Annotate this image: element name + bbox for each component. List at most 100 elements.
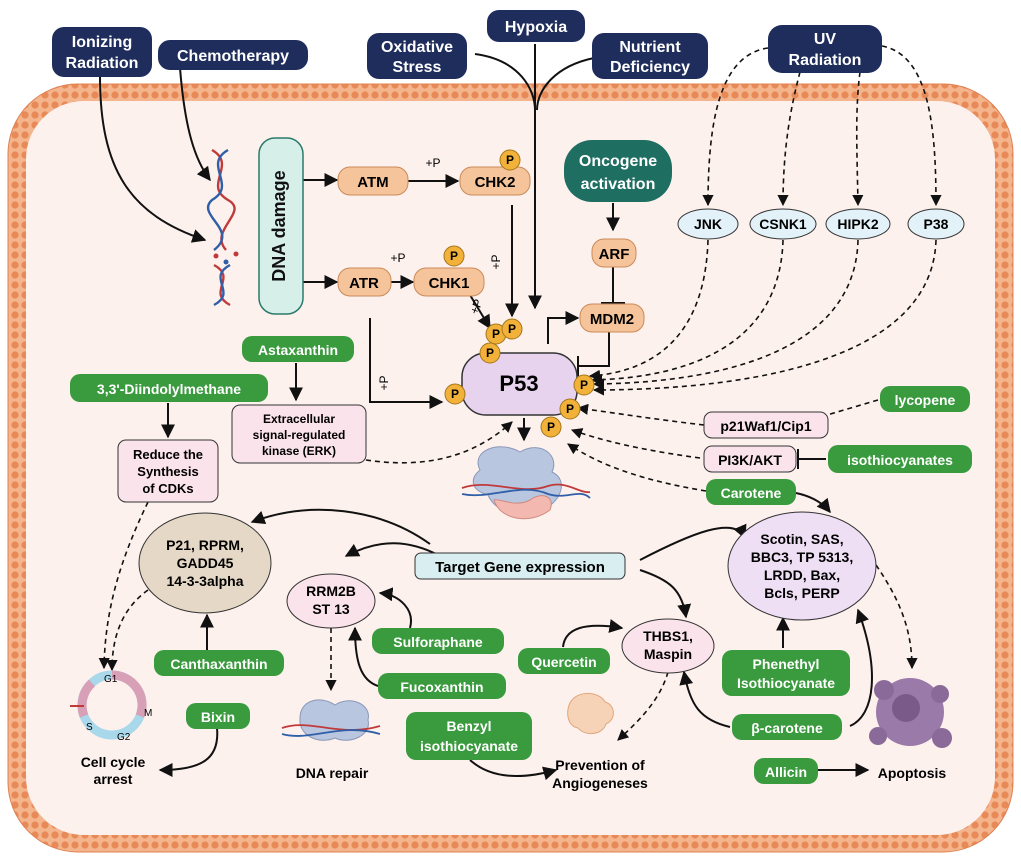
stressor-hypoxia: Hypoxia — [487, 10, 585, 42]
plus-p-label: +P — [390, 251, 405, 265]
compound-diindolylmethane: 3,3'-Diindolylmethane — [70, 374, 268, 402]
svg-text:Radiation: Radiation — [66, 55, 139, 72]
svg-text:P: P — [508, 322, 516, 336]
svg-text:CHK1: CHK1 — [429, 275, 470, 292]
svg-text:Deficiency: Deficiency — [610, 59, 690, 76]
svg-text:Ionizing: Ionizing — [72, 34, 132, 51]
svg-text:P: P — [506, 153, 514, 167]
svg-text:Target Gene expression: Target Gene expression — [435, 559, 605, 576]
svg-text:Astaxanthin: Astaxanthin — [258, 342, 338, 358]
dna-helix-icon — [206, 148, 239, 307]
svg-text:S: S — [86, 722, 93, 733]
uv-kinase-jnk: JNK — [677, 208, 739, 240]
apoptotic-cell-icon — [869, 678, 952, 748]
svg-text:G2: G2 — [117, 732, 131, 743]
apoptosis-genes-oval: Scotin, SAS, BBC3, TP 5313, LRDD, Bax, B… — [727, 511, 877, 621]
plus-p-label: +P — [467, 297, 485, 316]
stressor-uv: UV Radiation — [768, 25, 882, 73]
svg-text:CSNK1: CSNK1 — [759, 216, 807, 232]
svg-text:P: P — [566, 402, 574, 416]
svg-text:signal-regulated: signal-regulated — [253, 428, 346, 442]
apoptosis-label: Apoptosis — [878, 765, 947, 781]
svg-text:P: P — [486, 346, 494, 360]
uv-kinase-p38: P38 — [907, 208, 965, 240]
svg-text:Radiation: Radiation — [789, 52, 862, 69]
compound-phenethyl-isothiocyanate: Phenethyl Isothiocyanate — [722, 650, 850, 696]
compound-bixin: Bixin — [186, 703, 250, 729]
cell-cycle-arrest-label-line2: arrest — [94, 771, 133, 787]
svg-text:P: P — [547, 420, 555, 434]
erk-box: Extracellular signal-regulated kinase (E… — [231, 404, 367, 464]
p21-box: p21Waf1/Cip1 — [703, 411, 829, 439]
compound-beta-carotene: β-carotene — [732, 714, 842, 740]
svg-text:Allicin: Allicin — [765, 764, 807, 780]
svg-text:3,3'-Diindolylmethane: 3,3'-Diindolylmethane — [97, 381, 241, 397]
svg-text:P: P — [450, 249, 458, 263]
svg-text:RRM2B: RRM2B — [306, 583, 356, 599]
connectors — [99, 44, 873, 781]
svg-text:β-carotene: β-carotene — [751, 720, 823, 736]
pi3k-box: PI3K/AKT — [703, 445, 797, 473]
target-gene-expression-box: Target Gene expression — [414, 552, 626, 580]
svg-text:of CDKs: of CDKs — [142, 481, 193, 496]
svg-text:ATM: ATM — [357, 174, 388, 191]
p53-dna-complex-icon — [461, 446, 591, 520]
arf-node: ARF — [591, 238, 637, 268]
svg-text:Stress: Stress — [393, 59, 442, 76]
mdm2-node: MDM2 — [579, 303, 645, 333]
compound-isothiocyanates: isothiocyanates — [828, 445, 972, 473]
svg-text:DNA damage: DNA damage — [269, 170, 289, 281]
svg-text:LRDD, Bax,: LRDD, Bax, — [764, 567, 840, 583]
svg-text:ATR: ATR — [349, 275, 379, 292]
compound-fucoxanthin: Fucoxanthin — [378, 673, 506, 699]
svg-text:BBC3, TP 5313,: BBC3, TP 5313, — [751, 549, 853, 565]
svg-text:ST 13: ST 13 — [312, 601, 350, 617]
svg-text:MDM2: MDM2 — [590, 311, 634, 328]
cell-cycle-genes-oval: P21, RPRM, GADD45 14-3-3alpha — [138, 512, 272, 614]
compound-quercetin: Quercetin — [518, 648, 610, 674]
svg-text:GADD45: GADD45 — [177, 555, 234, 571]
phospho-badges: P P P P P P P P P — [443, 149, 595, 438]
compound-carotene: Carotene — [706, 479, 796, 505]
plus-p-label: +P — [425, 156, 440, 170]
chk2-node: CHK2 — [459, 166, 531, 196]
compound-allicin: Allicin — [754, 758, 818, 784]
svg-text:Oncogene: Oncogene — [579, 153, 657, 170]
svg-text:THBS1,: THBS1, — [643, 628, 693, 644]
compound-benzyl-isothiocyanate: Benzyl isothiocyanate — [406, 712, 532, 760]
compound-lycopene: lycopene — [880, 386, 970, 412]
svg-text:UV: UV — [814, 31, 837, 48]
stressor-ionizing: Ionizing Radiation — [52, 27, 152, 77]
svg-text:kinase (ERK): kinase (ERK) — [262, 444, 336, 458]
rrm2b-oval: RRM2B ST 13 — [286, 573, 376, 629]
svg-text:Carotene: Carotene — [721, 485, 782, 501]
uv-kinase-csnk1: CSNK1 — [749, 208, 817, 240]
svg-text:14-3-3alpha: 14-3-3alpha — [166, 573, 243, 589]
svg-text:Chemotherapy: Chemotherapy — [177, 48, 289, 65]
p53-node: P53 — [461, 352, 578, 416]
endothelial-cell-icon — [567, 693, 614, 734]
svg-text:CHK2: CHK2 — [475, 174, 516, 191]
svg-text:lycopene: lycopene — [895, 392, 956, 408]
svg-text:Extracellular: Extracellular — [263, 412, 335, 426]
svg-text:P: P — [492, 327, 500, 341]
svg-text:P: P — [451, 387, 459, 401]
svg-text:Benzyl: Benzyl — [446, 718, 491, 734]
svg-text:p21Waf1/Cip1: p21Waf1/Cip1 — [720, 418, 811, 434]
compound-sulforaphane: Sulforaphane — [372, 628, 504, 654]
atr-node: ATR — [337, 267, 392, 297]
plus-p-label: +P — [377, 375, 391, 390]
svg-text:P38: P38 — [924, 216, 949, 232]
oncogene-activation: Oncogene activation — [564, 140, 672, 202]
atm-node: ATM — [337, 166, 409, 196]
svg-text:JNK: JNK — [694, 216, 722, 232]
svg-text:P21, RPRM,: P21, RPRM, — [166, 537, 244, 553]
svg-text:HIPK2: HIPK2 — [837, 216, 878, 232]
svg-text:isothiocyanate: isothiocyanate — [420, 738, 518, 754]
svg-text:Bixin: Bixin — [201, 709, 235, 725]
svg-text:isothiocyanates: isothiocyanates — [847, 452, 953, 468]
svg-text:Sulforaphane: Sulforaphane — [393, 634, 483, 650]
svg-text:activation: activation — [581, 176, 656, 193]
stressor-oxidative: Oxidative Stress — [367, 33, 467, 79]
